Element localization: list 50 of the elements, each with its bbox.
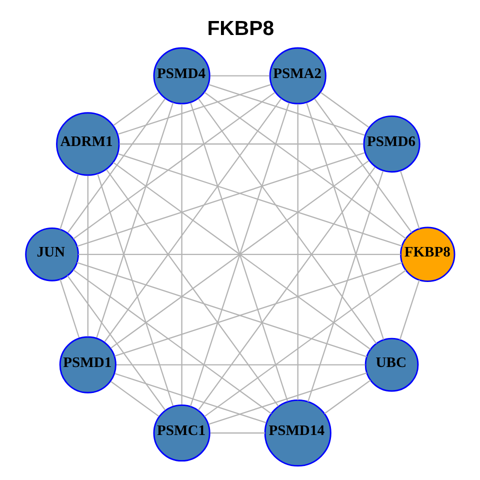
connector — [181, 104, 182, 404]
connector — [208, 372, 367, 425]
connector — [73, 92, 276, 240]
connector — [314, 98, 412, 233]
connector — [67, 98, 166, 233]
node-circle: FKBP8 — [400, 226, 456, 282]
node-circle: PSMD14 — [264, 399, 332, 467]
connector — [204, 92, 406, 240]
node-circle: PSMC1 — [153, 404, 210, 462]
connector — [118, 84, 271, 135]
connector — [320, 92, 369, 128]
connector — [114, 373, 266, 424]
connector — [104, 98, 282, 342]
connector — [60, 279, 80, 338]
connector — [204, 270, 406, 417]
node-circle: JUN — [25, 227, 79, 282]
connector — [118, 153, 402, 247]
connector — [198, 166, 376, 410]
connector — [399, 280, 420, 340]
connector — [110, 381, 160, 417]
connector — [210, 75, 270, 76]
connector — [87, 176, 88, 336]
connector — [297, 104, 298, 400]
node-circle: PSMD1 — [59, 336, 116, 394]
connector — [66, 275, 166, 410]
node-circle: ADRM1 — [56, 112, 120, 176]
node-circle: PSMD4 — [153, 47, 210, 104]
connector — [73, 269, 272, 414]
connector — [116, 364, 366, 366]
connector — [96, 102, 174, 338]
connector — [400, 170, 420, 229]
connector — [208, 84, 365, 136]
diagram-title: FKBP8 — [207, 18, 274, 40]
connector — [106, 169, 279, 406]
connector — [76, 262, 367, 358]
connector — [210, 432, 265, 434]
node-circle: PSMD6 — [363, 115, 420, 173]
node-circle: UBC — [364, 338, 419, 392]
connector — [198, 98, 377, 344]
connector — [307, 171, 384, 402]
connector — [76, 152, 365, 247]
node-circle: PSMA2 — [269, 47, 326, 104]
connector — [97, 174, 174, 406]
connector — [119, 143, 364, 145]
connector — [113, 92, 160, 126]
connector — [60, 174, 79, 230]
connector — [324, 380, 371, 414]
connector — [78, 254, 401, 255]
connector — [306, 102, 384, 340]
connector — [114, 262, 402, 357]
